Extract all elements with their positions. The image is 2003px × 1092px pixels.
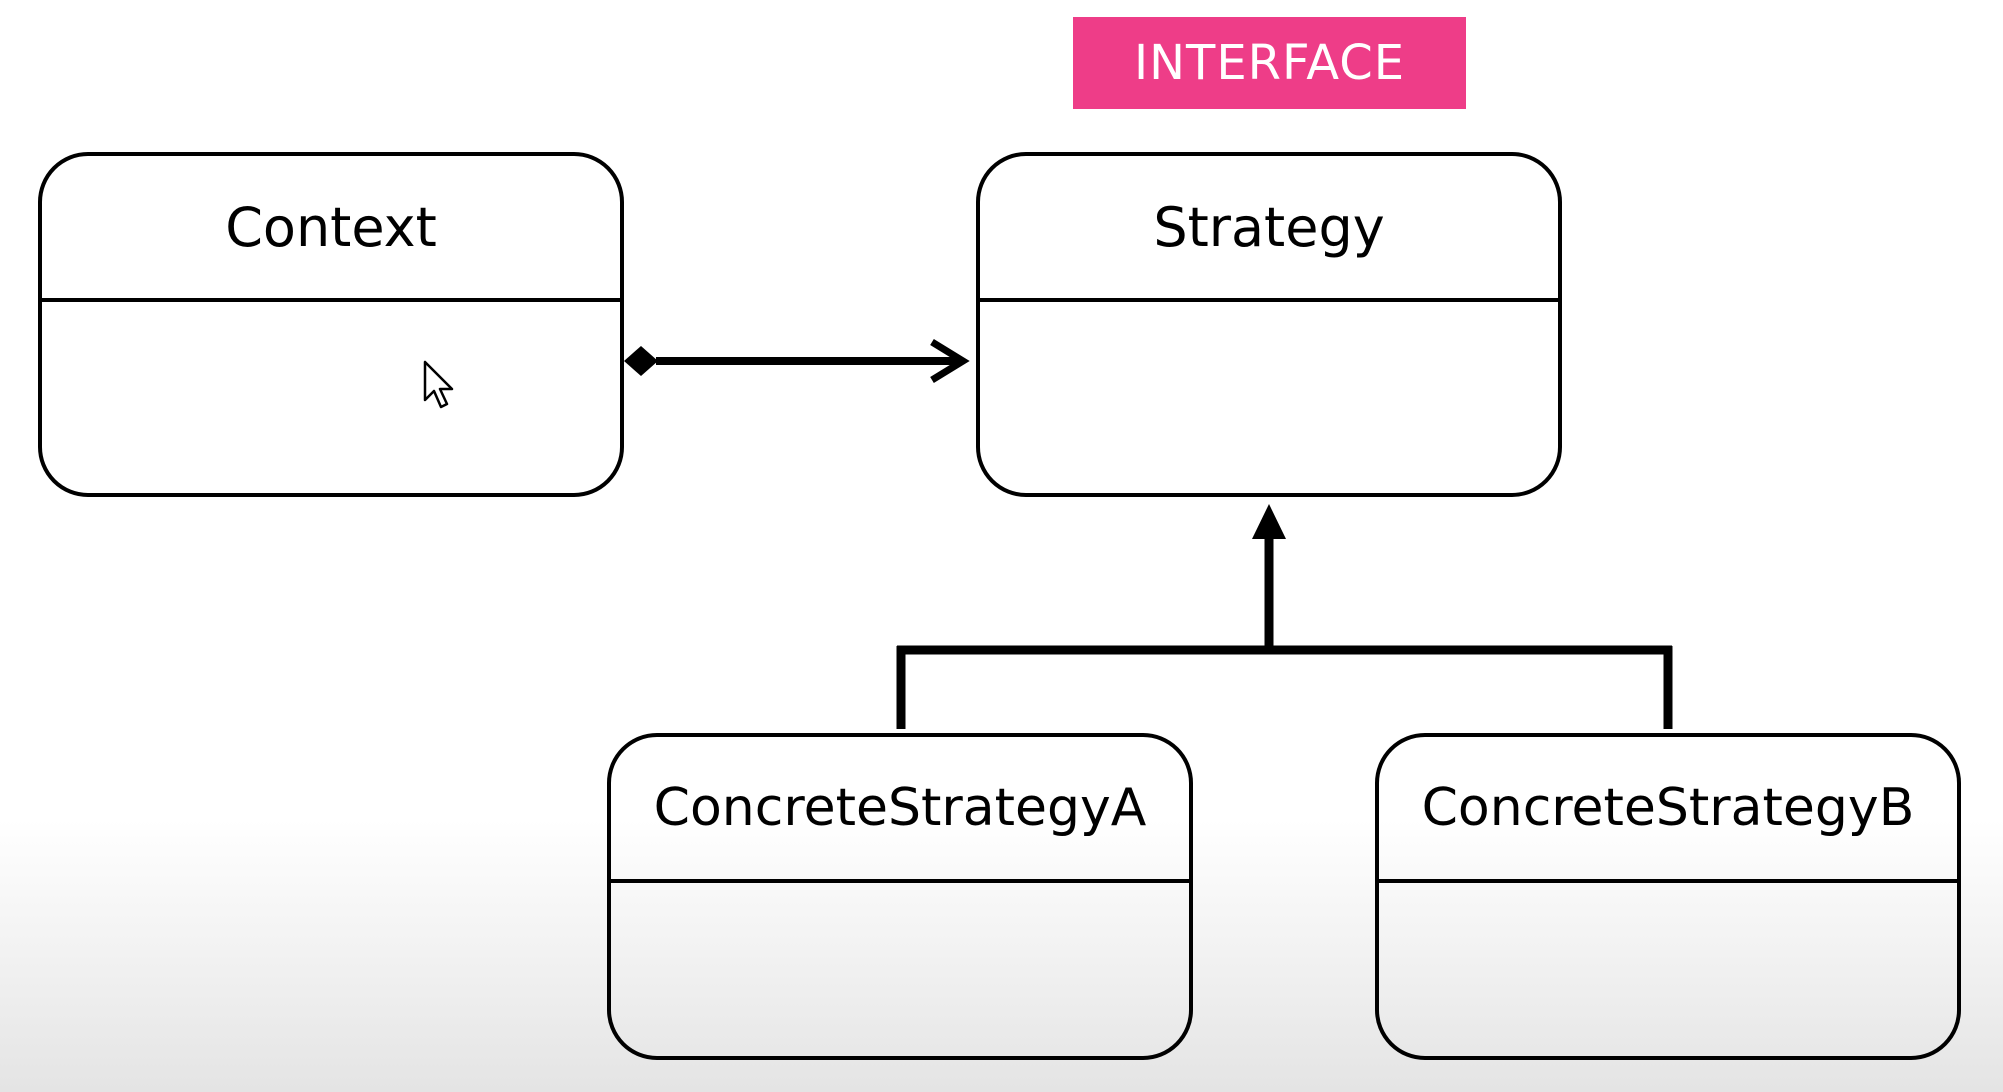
context-class-box[interactable]: Context xyxy=(38,152,624,497)
context-class-name: Context xyxy=(225,195,437,259)
concrete-strategy-a-class-box[interactable]: ConcreteStrategyA xyxy=(607,733,1193,1060)
inheritance-arrowhead xyxy=(1252,504,1286,539)
interface-badge xyxy=(1073,17,1466,109)
concrete-strategy-b-members-compartment xyxy=(1379,883,1957,1056)
concrete-strategy-a-members-compartment xyxy=(611,883,1189,1056)
class-divider xyxy=(980,298,1558,302)
composition-connector xyxy=(624,339,970,383)
strategy-class-box[interactable]: Strategy xyxy=(976,152,1562,497)
class-divider xyxy=(611,879,1189,883)
context-members-compartment xyxy=(42,302,620,493)
class-divider xyxy=(1379,879,1957,883)
concrete-strategy-a-class-name: ConcreteStrategyA xyxy=(653,778,1147,838)
mouse-cursor-icon xyxy=(423,360,454,409)
strategy-class-name: Strategy xyxy=(1153,195,1385,259)
interface-stereotype-label: INTERFACE xyxy=(1133,35,1406,91)
strategy-members-compartment xyxy=(980,302,1558,493)
composition-diamond xyxy=(624,346,658,376)
concrete-strategy-b-class-name: ConcreteStrategyB xyxy=(1421,778,1915,838)
class-divider xyxy=(42,298,620,302)
open-arrowhead xyxy=(930,339,970,383)
generalization-connector xyxy=(896,504,1673,729)
concrete-strategy-b-class-box[interactable]: ConcreteStrategyB xyxy=(1375,733,1961,1060)
